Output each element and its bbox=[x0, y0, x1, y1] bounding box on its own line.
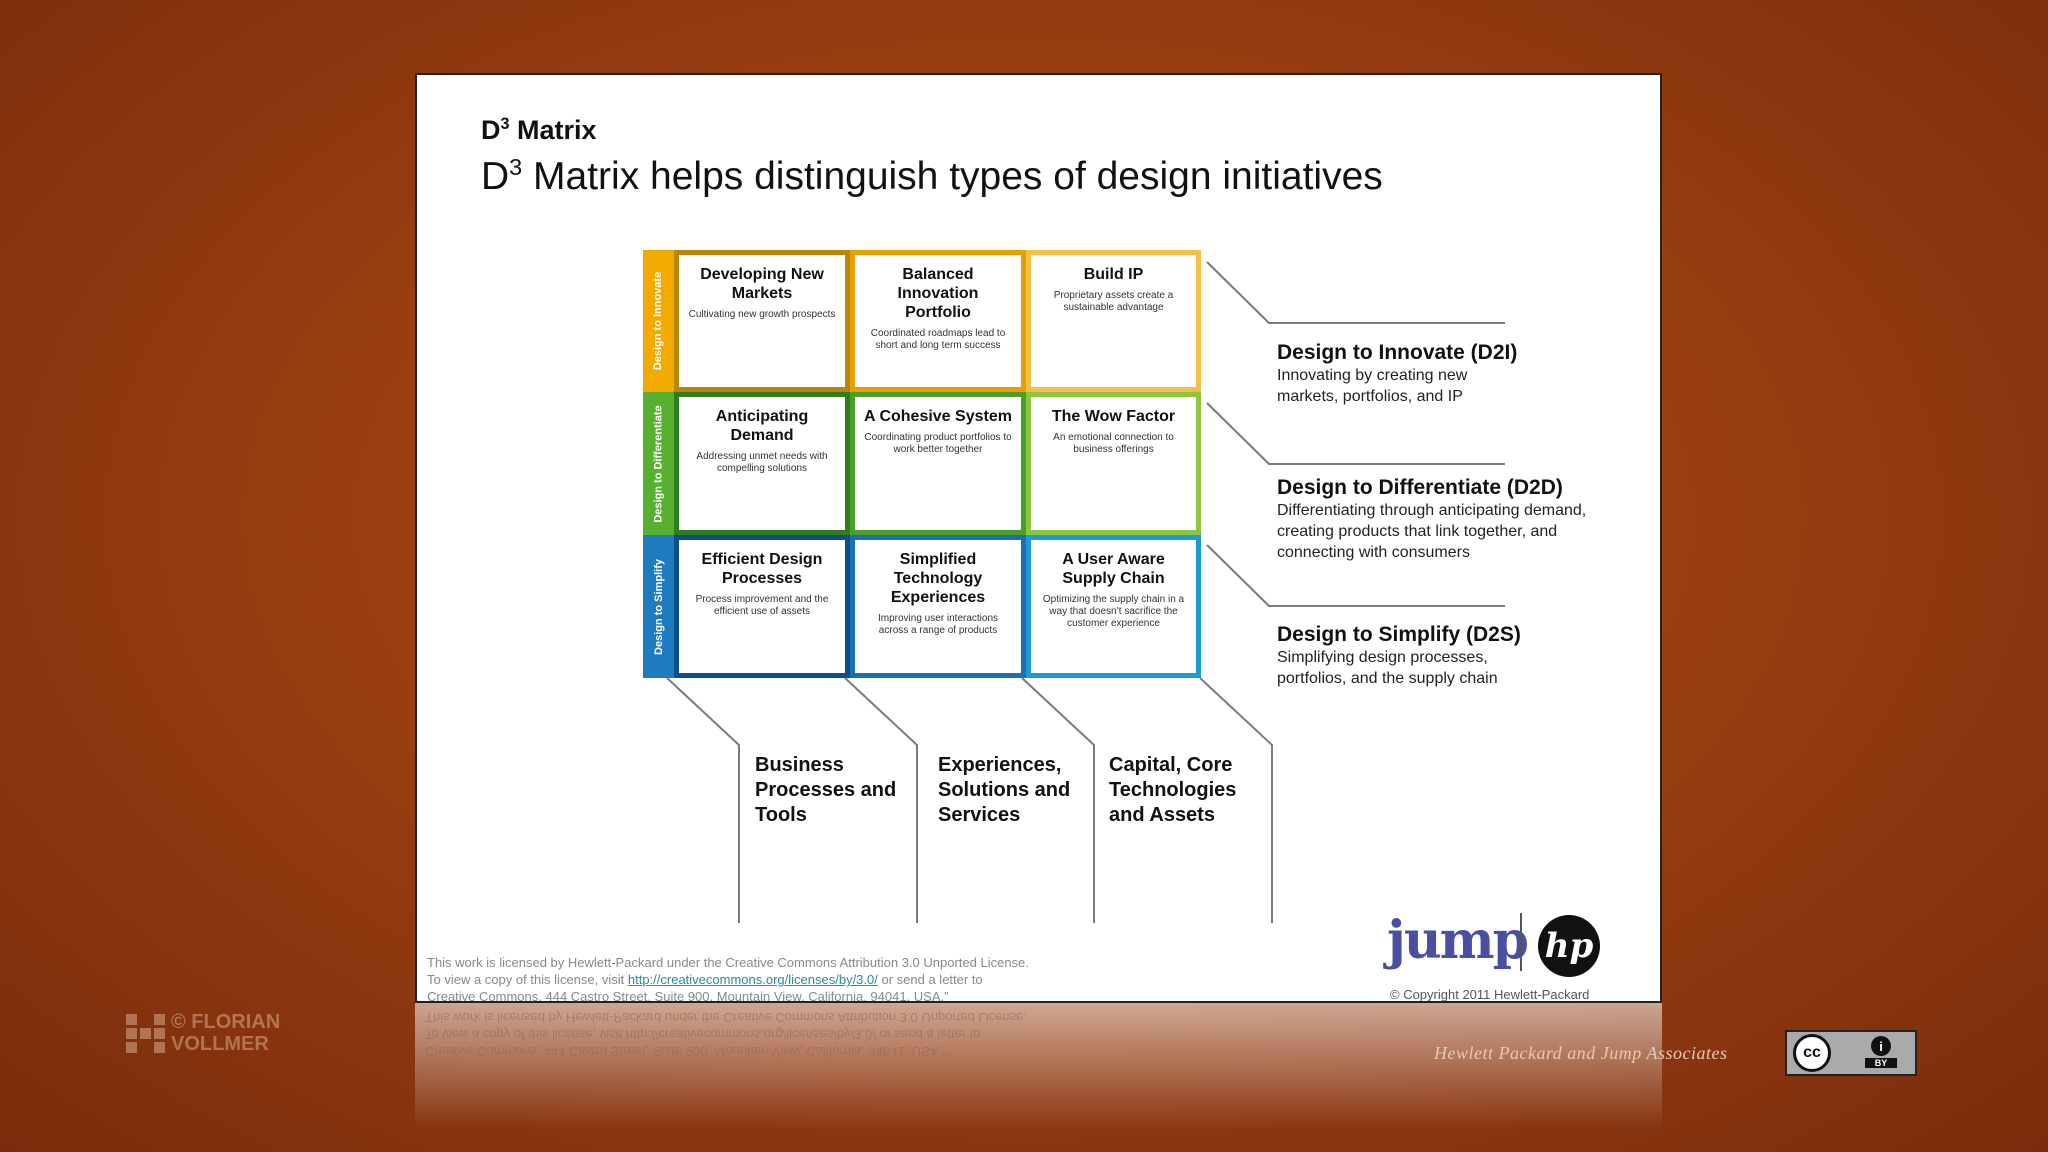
cell-description: Process improvement and the efficient us… bbox=[695, 594, 829, 617]
matrix-cell: Build IP Proprietary assets create a sus… bbox=[1026, 250, 1201, 392]
category-innovate: Design to Innovate (D2I) Innovating by c… bbox=[1277, 340, 1617, 407]
license-line: Creative Commons, 444 Castro Street, Sui… bbox=[427, 989, 949, 1003]
cell-description: An emotional connection to business offe… bbox=[1053, 432, 1174, 455]
category-title: Design to Differentiate (D2D) bbox=[1277, 476, 1563, 499]
category-description: Simplifying design processes, portfolios… bbox=[1277, 649, 1498, 687]
cell-title: Anticipating Demand bbox=[715, 408, 809, 444]
slide: D3 Matrix D3 Matrix helps distinguish ty… bbox=[415, 73, 1662, 1003]
slide-title: D3 Matrix helps distinguish types of des… bbox=[481, 154, 1383, 198]
cell-description: Coordinating product portfolios to work … bbox=[864, 432, 1012, 455]
cell-title: Build IP bbox=[1083, 266, 1144, 283]
watermark-logo-icon bbox=[126, 1013, 165, 1053]
category-title: Design to Innovate (D2I) bbox=[1277, 341, 1518, 364]
florian-vollmer-watermark: © FLORIAN VOLLMER bbox=[126, 1011, 280, 1055]
connector-lines bbox=[666, 261, 1505, 923]
matrix-cell: Efficient Design Processes Process impro… bbox=[674, 535, 850, 678]
by-label: BY bbox=[1864, 1058, 1898, 1068]
category-description: Differentiating through anticipating dem… bbox=[1277, 502, 1587, 561]
person-icon: i bbox=[1871, 1036, 1891, 1056]
category-title: Design to Simplify (D2S) bbox=[1277, 623, 1521, 646]
license-line: This work is licensed by Hewlett-Packard… bbox=[427, 955, 1029, 970]
cell-title: A Cohesive System bbox=[864, 408, 1012, 425]
cell-title: Efficient Design Processes bbox=[701, 551, 823, 587]
category-description: Innovating by creating new markets, port… bbox=[1277, 367, 1468, 405]
cell-title: Balanced Innovation Portfolio bbox=[897, 266, 979, 321]
category-differentiate: Design to Differentiate (D2D) Differenti… bbox=[1277, 475, 1617, 563]
row-label-simplify: Design to Simplify bbox=[643, 535, 674, 678]
column-label-business: Business Processes and Tools bbox=[755, 754, 897, 826]
matrix-cell: Simplified Technology Experiences Improv… bbox=[850, 535, 1026, 678]
cell-description: Coordinated roadmaps lead to short and l… bbox=[870, 328, 1006, 351]
matrix-cell: Developing New Markets Cultivating new g… bbox=[674, 250, 850, 392]
row-label-innovate: Design to Innovate bbox=[643, 250, 674, 392]
cell-title: Developing New Markets bbox=[700, 266, 824, 302]
cell-description: Improving user interactions across a ran… bbox=[877, 613, 999, 636]
logo-divider bbox=[1520, 913, 1522, 971]
cell-title: The Wow Factor bbox=[1051, 408, 1176, 425]
cc-by-badge[interactable]: cc i BY bbox=[1785, 1030, 1917, 1076]
cell-title: Simplified Technology Experiences bbox=[890, 551, 986, 606]
cell-description: Proprietary assets create a sustainable … bbox=[1053, 290, 1174, 313]
matrix-cell: Balanced Innovation Portfolio Coordinate… bbox=[850, 250, 1026, 392]
row-label-differentiate: Design to Differentiate bbox=[643, 392, 674, 535]
column-label-capital: Capital, Core Technologies and Assets bbox=[1109, 754, 1237, 826]
attribution-text: Hewlett Packard and Jump Associates bbox=[1434, 1043, 1728, 1063]
watermark-text: © FLORIAN VOLLMER bbox=[171, 1011, 281, 1055]
matrix-cell: Anticipating Demand Addressing unmet nee… bbox=[674, 392, 850, 535]
matrix-cell: A User Aware Supply Chain Optimizing the… bbox=[1026, 535, 1201, 678]
cell-description: Addressing unmet needs with compelling s… bbox=[696, 451, 828, 474]
cell-description: Cultivating new growth prospects bbox=[688, 309, 836, 320]
column-label-experiences: Experiences, Solutions and Services bbox=[938, 754, 1071, 826]
cell-description: Optimizing the supply chain in a way tha… bbox=[1042, 594, 1185, 629]
reflected-license: Creative Commons, 444 Castro Street, Sui… bbox=[425, 1010, 1027, 1059]
category-simplify: Design to Simplify (D2S) Simplifying des… bbox=[1277, 622, 1617, 689]
copyright-text: © Copyright 2011 Hewlett-Packard bbox=[1390, 987, 1590, 1002]
d3-matrix: Design to Innovate Design to Differentia… bbox=[643, 250, 1201, 678]
matrix-cell: A Cohesive System Coordinating product p… bbox=[850, 392, 1026, 535]
license-text: This work is licensed by Hewlett-Packard… bbox=[427, 954, 1029, 1003]
matrix-cell: The Wow Factor An emotional connection t… bbox=[1026, 392, 1201, 535]
license-link[interactable]: http://creativecommons.org/licenses/by/3… bbox=[627, 972, 878, 987]
jump-logo: jump bbox=[1387, 910, 1529, 971]
hp-logo: hp bbox=[1538, 915, 1600, 977]
slide-reflection: Creative Commons, 444 Castro Street, Sui… bbox=[415, 1003, 1662, 1152]
license-line: To view a copy of this license, visit ht… bbox=[427, 972, 983, 987]
cc-icon: cc bbox=[1793, 1034, 1831, 1072]
slide-kicker: D3 Matrix bbox=[481, 115, 597, 145]
cell-title: A User Aware Supply Chain bbox=[1062, 551, 1165, 587]
by-attribution-icon: i BY bbox=[1853, 1036, 1909, 1070]
